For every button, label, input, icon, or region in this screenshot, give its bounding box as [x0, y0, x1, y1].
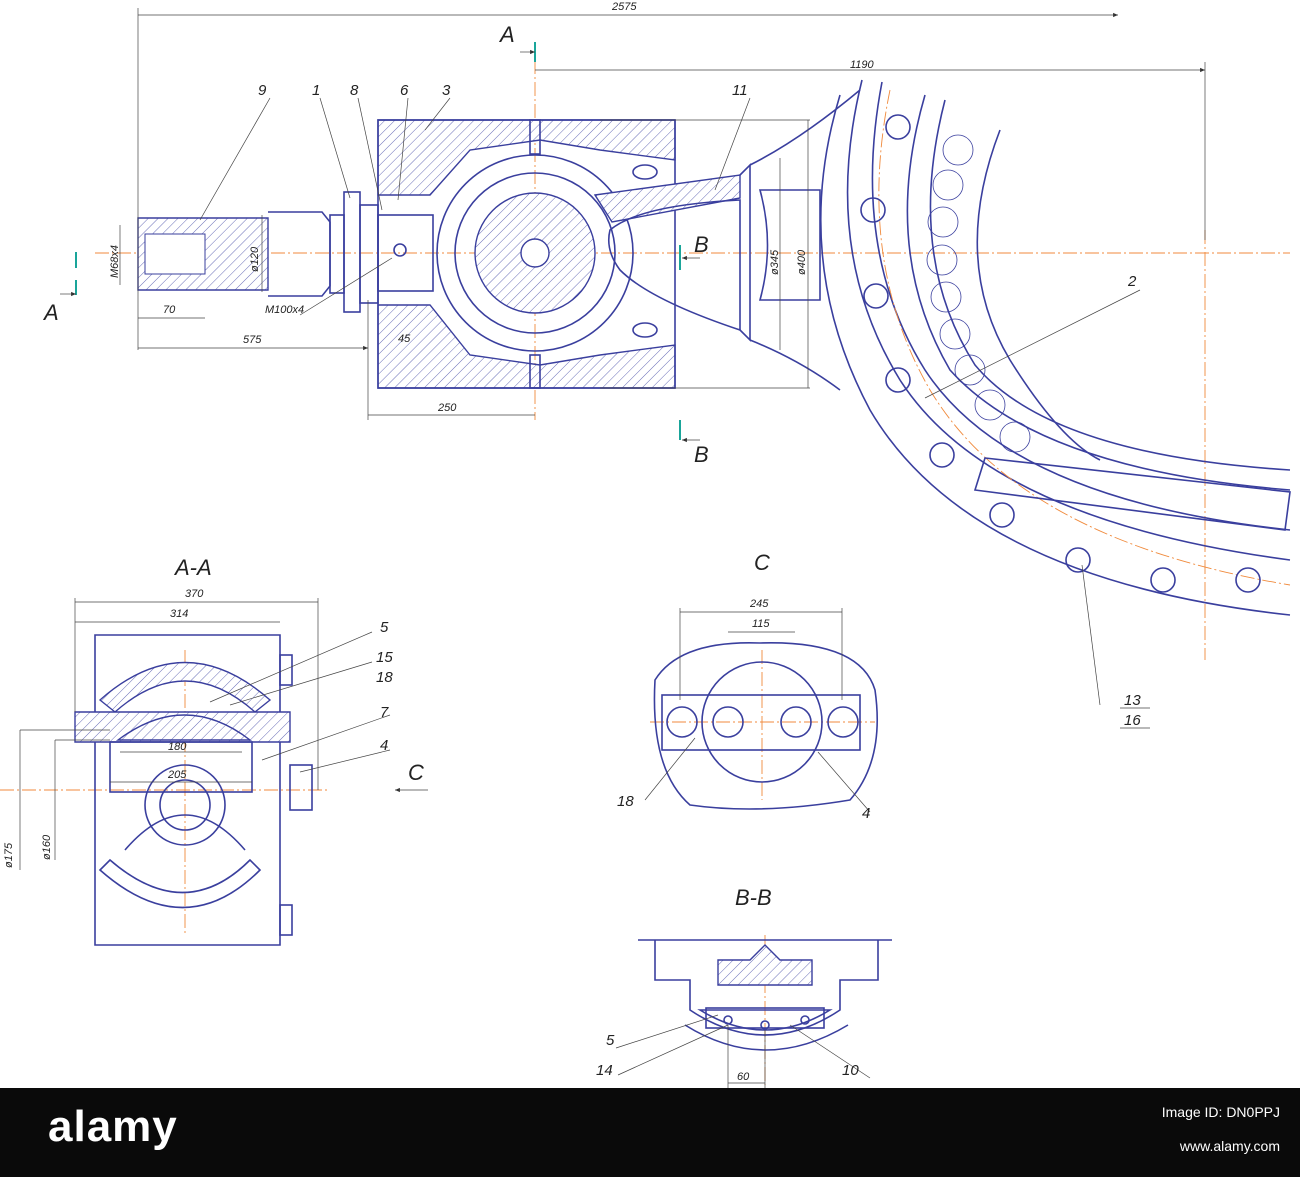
dim-len-70: 70 [163, 304, 176, 316]
alamy-logo: alamy [48, 1102, 178, 1151]
section-aa-view: A-A 370 [0, 555, 428, 946]
part-1: 1 [312, 82, 320, 99]
c-part-18: 18 [617, 793, 634, 810]
bb-dim-60: 60 [737, 1071, 750, 1083]
section-bb-view: B-B 60 5 14 10 [596, 885, 892, 1088]
aa-dim-205: 205 [167, 769, 187, 781]
part-16: 16 [1124, 712, 1141, 729]
aa-part-18: 18 [376, 669, 393, 686]
bb-part-5: 5 [606, 1032, 615, 1049]
view-c: C 245 115 18 4 [617, 550, 878, 822]
main-view: 2575 1190 M68x4 ø120 M100x4 70 575 45 25… [42, 1, 1291, 729]
dim-len-575: 575 [243, 334, 262, 346]
part-11: 11 [732, 82, 748, 99]
aa-part-15: 15 [376, 649, 393, 666]
section-a-left: A [42, 300, 59, 325]
aa-part-5: 5 [380, 619, 389, 636]
watermark-footer: alamy Image ID: DN0PPJ www.alamy.com [0, 1088, 1300, 1177]
aa-dim-370: 370 [185, 588, 204, 600]
dim-len-45: 45 [398, 333, 411, 345]
part-6: 6 [400, 82, 409, 99]
part-8: 8 [350, 82, 359, 99]
image-id: Image ID: DN0PPJ [1161, 1104, 1280, 1120]
site-url: www.alamy.com [1179, 1138, 1280, 1154]
dim-dia-400: ø400 [796, 249, 808, 275]
part-3: 3 [442, 82, 451, 99]
bb-part-14: 14 [596, 1062, 613, 1079]
dim-right-length: 1190 [850, 59, 875, 71]
part-9: 9 [258, 82, 267, 99]
section-bb-title: B-B [735, 885, 772, 910]
aa-part-7: 7 [380, 704, 389, 721]
aa-dim-dia175: ø175 [3, 842, 15, 868]
dim-dia-345: ø345 [769, 249, 781, 275]
c-part-4: 4 [862, 805, 870, 822]
bb-part-10: 10 [842, 1062, 859, 1079]
dim-overall-length: 2575 [611, 1, 637, 13]
dim-thread-small: M68x4 [109, 245, 121, 278]
part-2: 2 [1127, 273, 1137, 290]
aa-dim-314: 314 [170, 608, 188, 620]
aa-part-4: 4 [380, 737, 388, 754]
technical-drawing: 2575 1190 M68x4 ø120 M100x4 70 575 45 25… [0, 1, 1291, 1088]
view-c-title: C [754, 550, 770, 575]
aa-view-c-label: C [408, 760, 424, 785]
part-13: 13 [1124, 692, 1141, 709]
c-dim-115: 115 [752, 618, 770, 630]
section-a-top: A [498, 22, 515, 47]
aa-dim-dia160: ø160 [41, 834, 53, 860]
section-b-bottom: B [694, 442, 709, 467]
aa-dim-180: 180 [168, 741, 187, 753]
c-dim-245: 245 [749, 598, 769, 610]
dim-len-250: 250 [437, 402, 457, 414]
section-aa-title: A-A [173, 555, 212, 580]
dim-thread-big: M100x4 [265, 304, 304, 316]
dim-dia-120: ø120 [249, 246, 261, 272]
section-b-top: B [694, 232, 709, 257]
